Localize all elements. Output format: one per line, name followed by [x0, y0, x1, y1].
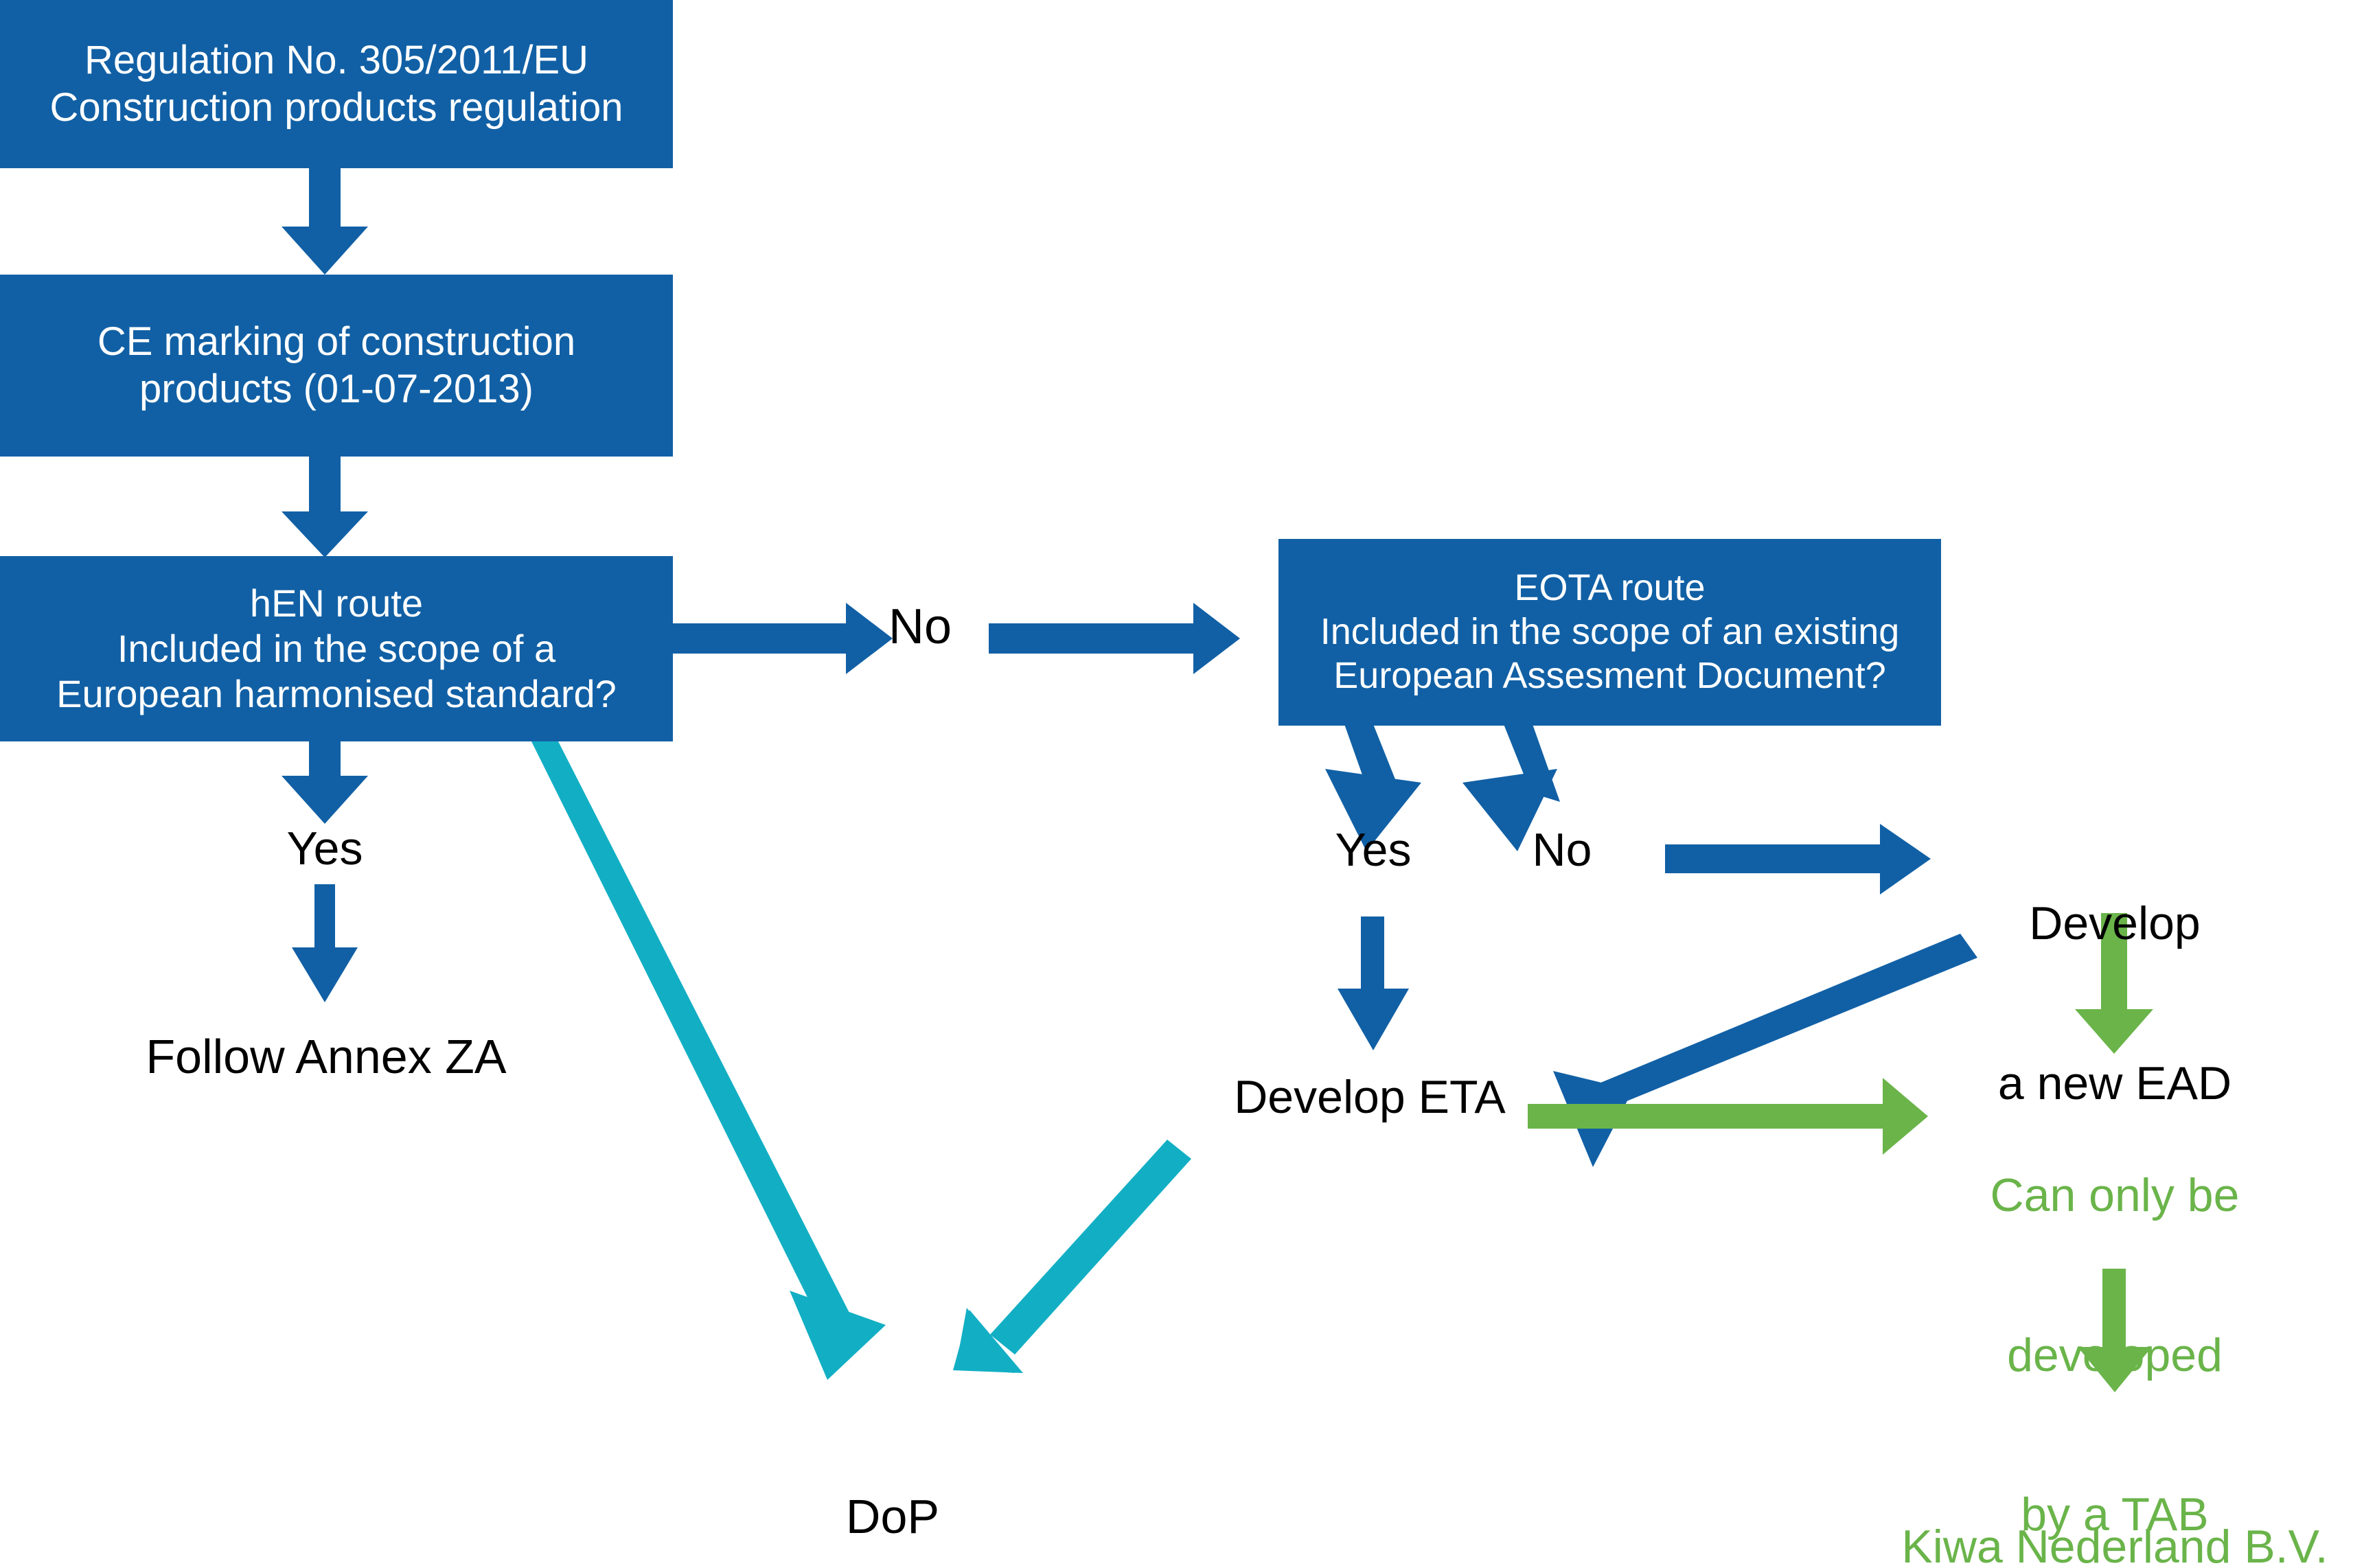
arrow-yes-to-develop-eta — [1338, 916, 1409, 1050]
node-hen-route-line2: Included in the scope of a — [117, 626, 556, 670]
edge-label-eota-no: No — [1532, 824, 1592, 876]
arrow-hen-to-yes — [282, 741, 368, 824]
arrow-tab-to-kiwa — [2078, 1269, 2152, 1392]
arrow-ead-to-develop-eta — [1553, 934, 1977, 1167]
edge-label-hen-no: No — [888, 599, 952, 654]
arrow-eta-to-tab — [1528, 1078, 1928, 1155]
node-ce-marking[interactable]: CE marking of construction products (01-… — [0, 275, 673, 457]
node-tab-only-line1: Can only be — [1990, 1169, 2240, 1222]
arrow-eota-to-yes — [1325, 724, 1421, 851]
node-eota-route-line3: European Assesment Document? — [1333, 654, 1886, 696]
node-hen-route-line3: European harmonised standard? — [56, 672, 617, 716]
node-eota-route-line1: EOTA route — [1514, 567, 1706, 609]
node-regulation[interactable]: Regulation No. 305/2011/EU Construction … — [0, 0, 673, 168]
node-regulation-line2: Construction products regulation — [49, 84, 623, 130]
arrow-no-label-to-eota — [989, 603, 1240, 674]
node-regulation-line1: Regulation No. 305/2011/EU — [84, 38, 589, 83]
node-dop[interactable]: DoP Declaration of Performance by manufa… — [522, 1380, 1263, 1568]
node-eota-route[interactable]: EOTA route Included in the scope of an e… — [1278, 539, 1941, 726]
node-dop-line1: DoP — [845, 1489, 940, 1543]
node-ce-marking-line2: products (01-07-2013) — [139, 366, 533, 411]
node-develop-new-ead[interactable]: Develop a new EAD — [1964, 791, 2266, 1217]
node-tab-only-line3: by a TAB — [2021, 1488, 2209, 1541]
arrow-ead-to-tab — [2075, 913, 2153, 1054]
node-hen-route[interactable]: hEN route Included in the scope of a Eur… — [0, 556, 673, 741]
arrow-ce-to-hen — [282, 457, 368, 557]
arrow-hen-to-no-label — [661, 603, 893, 674]
node-tab-only-line2: developed — [2007, 1328, 2223, 1381]
edge-label-eota-yes: Yes — [1335, 824, 1412, 876]
arrow-no-to-develop-ead — [1665, 824, 1931, 895]
arrow-regulation-to-ce — [282, 168, 368, 275]
node-kiwa-tab[interactable]: Kiwa Nederland B.V. is a TAB — [1854, 1414, 2375, 1568]
node-develop-new-ead-line1: Develop — [2029, 897, 2201, 950]
node-hen-route-line1: hEN route — [249, 581, 424, 625]
arrow-yes-to-annex-za — [292, 884, 358, 1002]
arrow-eta-to-dop — [953, 1140, 1191, 1373]
node-follow-annex-za[interactable]: Follow Annex ZA — [146, 1030, 507, 1083]
node-tab-only[interactable]: Can only be developed by a TAB — [1943, 1063, 2286, 1568]
arrow-eota-to-no — [1462, 724, 1560, 851]
node-ce-marking-line1: CE marking of construction — [97, 319, 576, 365]
node-kiwa-tab-line1: Kiwa Nederland B.V. — [1901, 1521, 2328, 1568]
edge-label-hen-yes: Yes — [286, 822, 363, 875]
node-develop-new-ead-line2: a new EAD — [1997, 1057, 2232, 1109]
arrow-hen-to-dop — [531, 740, 886, 1380]
node-develop-eta[interactable]: Develop ETA — [1234, 1071, 1506, 1123]
node-eota-route-line2: Included in the scope of an existing — [1320, 611, 1900, 653]
